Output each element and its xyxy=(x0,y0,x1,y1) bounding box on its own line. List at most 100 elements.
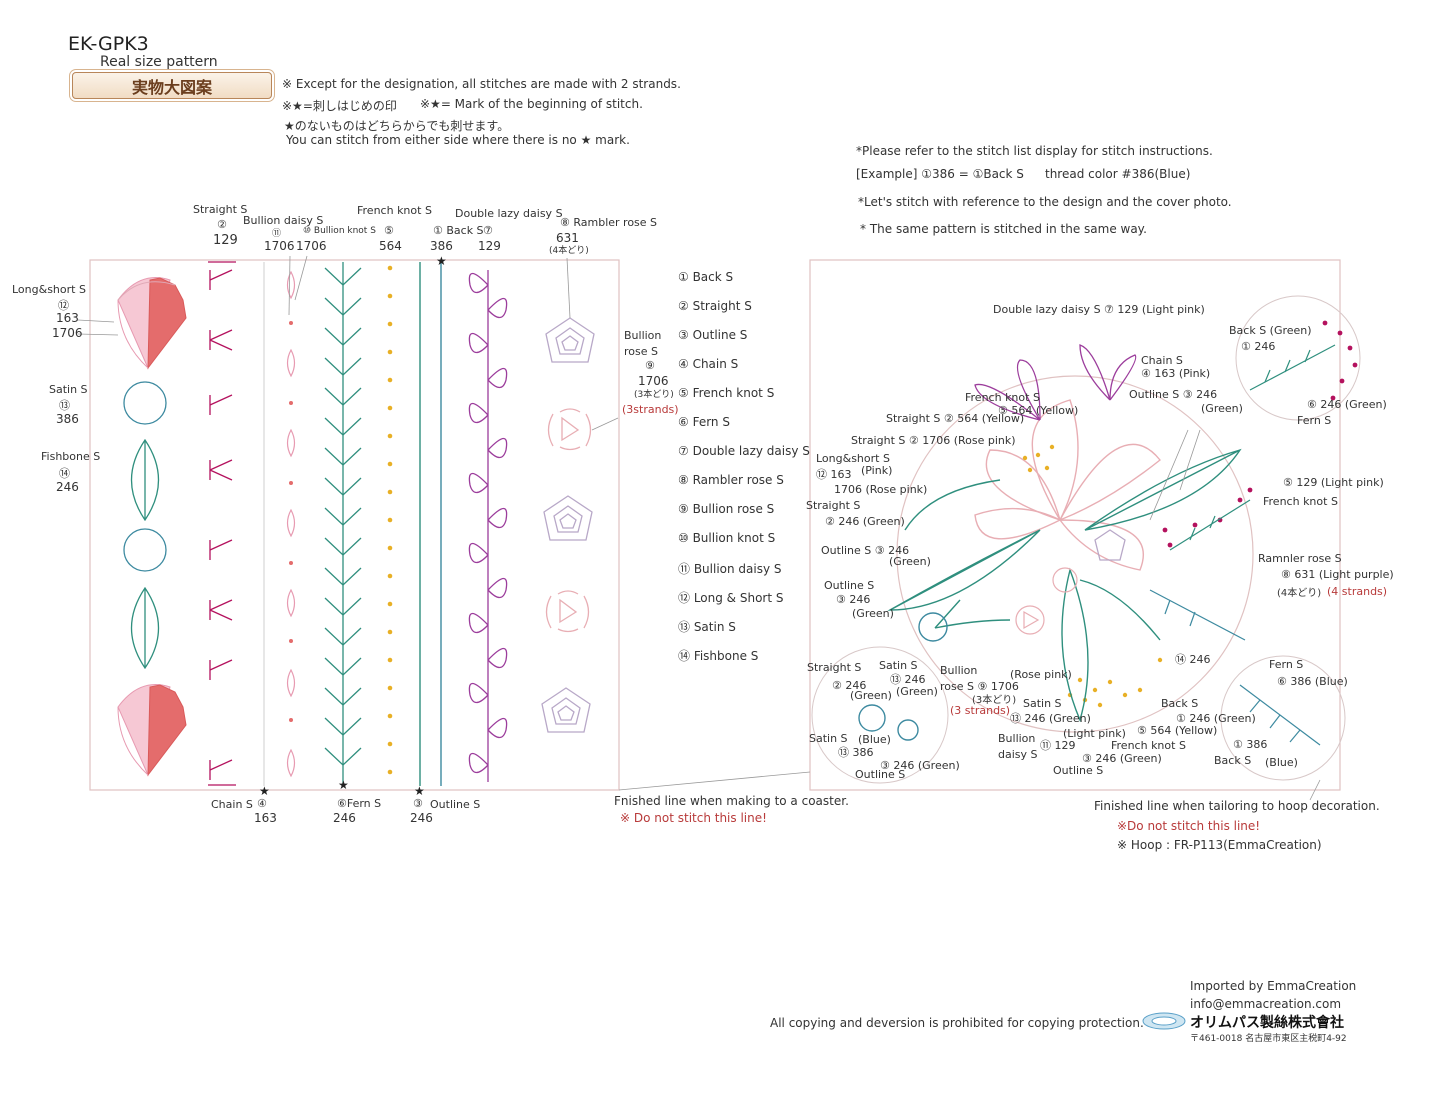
label-fishbone: Fishbone S xyxy=(41,450,101,463)
rlabel-fern-green-2: Fern S xyxy=(1297,414,1332,427)
note-strands: ※ Except for the designation, all stitch… xyxy=(282,77,681,91)
label-outline-num: ③ xyxy=(413,797,423,810)
fern-stitch-column xyxy=(324,262,362,786)
svg-text:★: ★ xyxy=(338,778,349,792)
rlabel-fishbone-246: ⑭ 246 xyxy=(1175,653,1211,666)
lazy-daisy-right xyxy=(974,344,1137,421)
double-lazy-daisy-vine xyxy=(468,270,508,782)
rlabel-rambler-3: (4本どり) xyxy=(1277,588,1322,599)
instruction-4: * The same pattern is stitched in the sa… xyxy=(860,222,1147,236)
rambler-rose-right xyxy=(1094,529,1126,561)
label-fern-color: 246 xyxy=(333,811,356,825)
rlabel-bullion-rose-1: Bullion xyxy=(940,664,978,677)
rlabel-french-3a: ⑤ 564 (Yellow) xyxy=(1137,724,1218,737)
rlabel-bullion-rose-5: (Rose pink) xyxy=(1010,668,1072,681)
purple-knots xyxy=(1162,320,1358,548)
rlabel-outline-3c: (Green) xyxy=(852,607,894,620)
legend-item: ⑭ Fishbone S xyxy=(678,649,759,663)
rlabel-outline-5: Outline S xyxy=(1053,764,1104,777)
rlabel-satin-2a: Satin S xyxy=(1023,697,1062,710)
hoop-model: ※ Hoop : FR-P113(EmmaCreation) xyxy=(1117,838,1322,852)
instruction-2b: thread color #386(Blue) xyxy=(1045,167,1191,181)
label-back: ① Back S xyxy=(433,224,484,237)
rlabel-outline-2a: Outline S ③ 246 xyxy=(821,544,910,557)
hoop-finish-line-circle xyxy=(896,375,1254,733)
svg-text:★: ★ xyxy=(259,784,270,798)
label-bullion-daisy: Bullion daisy S xyxy=(243,214,324,227)
rlabel-back-3b: Back S xyxy=(1214,754,1252,767)
detail-circle-satin xyxy=(811,646,949,784)
legend-item: ⑥ Fern S xyxy=(678,415,730,429)
footer-email: info@emmacreation.com xyxy=(1190,997,1342,1011)
rlabel-french-1: French knot S xyxy=(965,391,1040,404)
satin-circle-top xyxy=(123,381,167,425)
svg-text:★: ★ xyxy=(436,254,447,268)
rlabel-bullion-daisy-1: Bullion xyxy=(998,732,1036,745)
instruction-2a: [Example] ①386 = ①Back S xyxy=(856,167,1024,181)
label-bullion-knot: ⑩ Bullion knot S xyxy=(303,226,376,236)
rlabel-straight-4b: ② 246 xyxy=(832,679,867,692)
left-leader-lines xyxy=(77,255,619,431)
label-rambler-color: 631 xyxy=(556,231,579,245)
legend-item: ⑪ Bullion daisy S xyxy=(678,562,782,576)
rlabel-long-short-1: Long&short S xyxy=(816,452,890,465)
rlabel-double-lazy: Double lazy daisy S ⑦ 129 (Light pink) xyxy=(993,303,1205,316)
rlabel-outline-3b: ③ 246 xyxy=(836,593,871,606)
coaster-finished-note: Fnished line when making to a coaster. xyxy=(614,794,849,808)
note-star-en: ※★= Mark of the beginning of stitch. xyxy=(420,97,643,111)
rlabel-satin-1a: Satin S xyxy=(879,659,918,672)
rlabel-fern-blue-1: Fern S xyxy=(1269,658,1304,671)
label-french-knot-color: 564 xyxy=(379,239,402,253)
rlabel-back-2a: Back S xyxy=(1161,697,1199,710)
rlabel-outline-3a: Outline S xyxy=(824,579,875,592)
rlabel-satin-3c: ⑬ 386 xyxy=(838,746,874,759)
label-bullion-rose-strands: (3strands) xyxy=(622,403,679,416)
rlabel-long-short-2: ⑫ 163 xyxy=(816,468,852,481)
note-nostar-en: You can stitch from either side where th… xyxy=(286,133,630,147)
label-rambler: ⑧ Rambler rose S xyxy=(560,216,658,229)
note-nostar-jp: ★のないものはどちらからでも刺せます。 xyxy=(284,119,510,133)
legend-item: ③ Outline S xyxy=(678,328,748,342)
rlabel-straight-green-1: Straight S xyxy=(806,499,861,512)
rlabel-satin-3a: Satin S xyxy=(809,732,848,745)
rlabel-french-3b: French knot S xyxy=(1111,739,1186,752)
rlabel-satin-1c: (Green) xyxy=(896,685,938,698)
legend-item: ⑬ Satin S xyxy=(678,620,736,634)
title-banner: 実物大図案 xyxy=(72,72,272,99)
label-double-lazy: Double lazy daisy S xyxy=(455,207,563,220)
rambler-rose-2 xyxy=(543,495,593,541)
label-satin-color: 386 xyxy=(56,412,79,426)
straight-stitch-column xyxy=(208,261,236,786)
fishbone-leaf-top xyxy=(130,438,160,522)
rlabel-bullion-daisy-4: (Light pink) xyxy=(1063,727,1126,740)
long-short-fan-bottom xyxy=(117,684,187,777)
label-outline-color: 246 xyxy=(410,811,433,825)
bullion-knot-column xyxy=(289,321,293,722)
rlabel-bullion-rose-3: (3本どり) xyxy=(972,695,1017,706)
legend-item: ⑨ Bullion rose S xyxy=(678,502,775,516)
rlabel-bullion-daisy-2: daisy S xyxy=(998,748,1038,761)
svg-text:★: ★ xyxy=(414,784,425,798)
label-french-knot: French knot S xyxy=(357,204,432,217)
rlabel-french-lp-1: ⑤ 129 (Light pink) xyxy=(1283,476,1384,489)
label-bullion-rose-2: rose S xyxy=(624,345,658,358)
rlabel-chain-2: ④ 163 (Pink) xyxy=(1141,367,1211,380)
fishbone-leaf-bottom xyxy=(130,586,160,670)
label-double-lazy-color: 129 xyxy=(478,239,501,253)
label-chain-color: 163 xyxy=(254,811,277,825)
rlabel-bullion-rose-2: rose S ⑨ 1706 xyxy=(940,680,1019,693)
rlabel-outline-4: Outline S xyxy=(855,768,906,781)
footer-address: 〒461-0018 名古屋市東区主税町4-92 xyxy=(1190,1034,1347,1044)
rlabel-fern-blue-2: ⑥ 386 (Blue) xyxy=(1277,675,1348,688)
label-long-short-c1: 163 xyxy=(56,311,79,325)
legend-item: ④ Chain S xyxy=(678,357,739,371)
rlabel-chain-1: Chain S xyxy=(1141,354,1183,367)
start-stars: ★ ★ ★ ★ xyxy=(259,254,447,798)
french-knot-column xyxy=(387,265,393,775)
satin-circle-bottom xyxy=(123,528,167,572)
coaster-do-not-stitch: ※ Do not stitch this line! xyxy=(620,811,767,825)
legend-item: ⑩ Bullion knot S xyxy=(678,531,776,545)
label-long-short: Long&short S xyxy=(12,283,86,296)
rlabel-outline-2b: (Green) xyxy=(889,555,931,568)
rlabel-rambler-1: Ramnler rose S xyxy=(1258,552,1342,565)
